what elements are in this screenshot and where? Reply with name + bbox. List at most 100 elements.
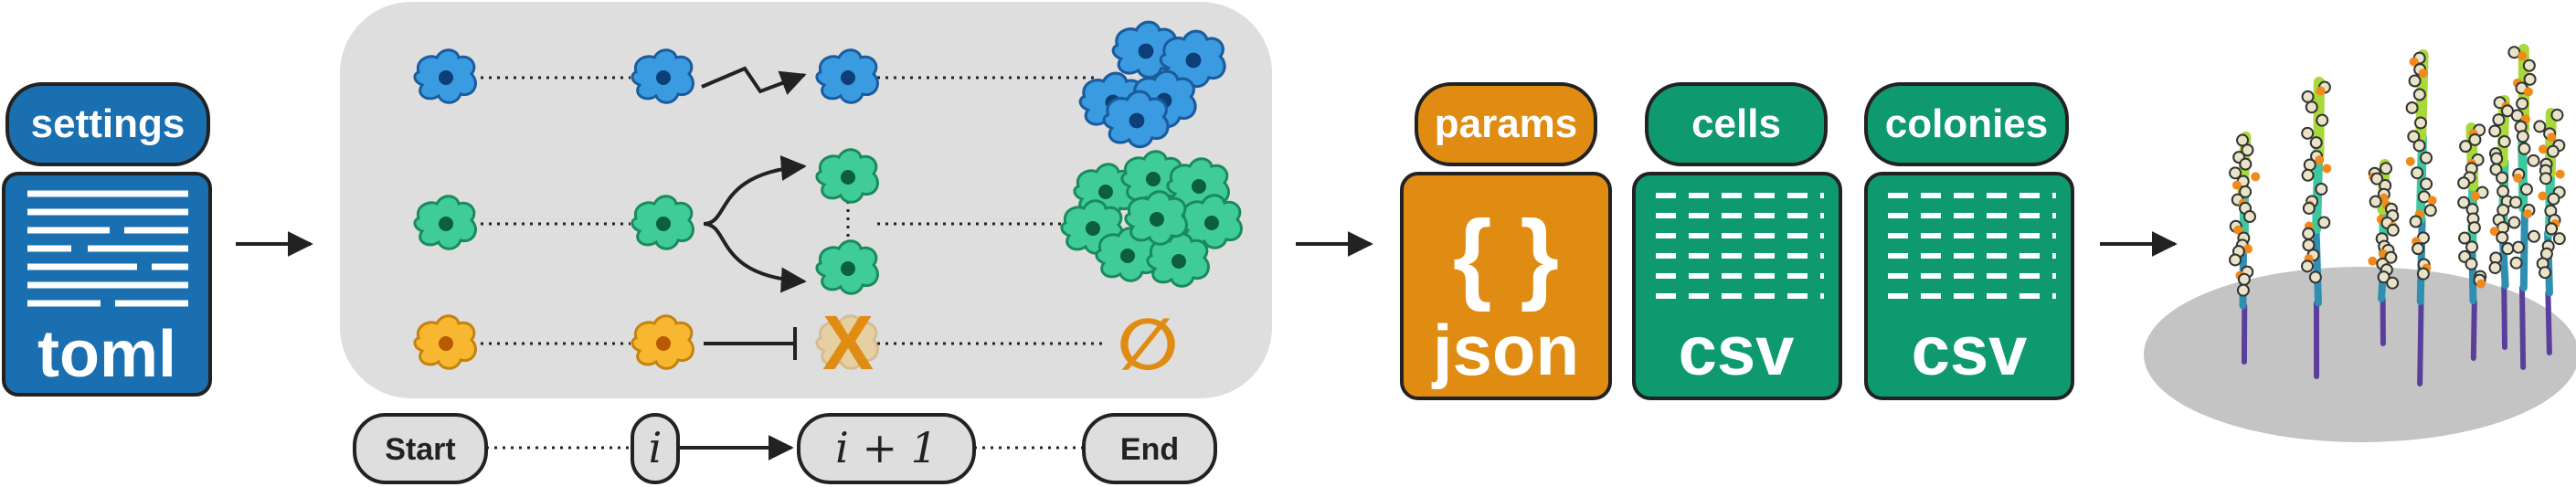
colony-stem-segment bbox=[2470, 298, 2477, 361]
colony-cell bbox=[2497, 134, 2511, 148]
step-i-label: i bbox=[649, 423, 663, 472]
colony-cell bbox=[2507, 216, 2521, 229]
colony-stem-segment bbox=[2312, 226, 2322, 307]
colony-cell bbox=[2516, 130, 2529, 143]
step-next-node bbox=[797, 413, 976, 484]
colony-dividing-cell bbox=[2322, 164, 2332, 174]
colony-cell bbox=[2458, 231, 2472, 245]
colony-dividing-cell bbox=[2418, 69, 2428, 79]
orange-cell bbox=[631, 314, 694, 370]
colony-cell bbox=[2457, 176, 2471, 190]
colony-cell bbox=[2465, 257, 2478, 270]
colony-dividing-cell bbox=[2523, 87, 2533, 97]
colony-dividing-cell bbox=[2513, 173, 2523, 183]
colony-dividing-cell bbox=[2476, 279, 2486, 289]
colony-cell bbox=[2488, 261, 2502, 275]
colony-cell bbox=[2552, 232, 2566, 246]
colony-cell bbox=[2501, 242, 2515, 256]
green-colony bbox=[1060, 150, 1243, 288]
colony-dividing-cell bbox=[2427, 196, 2437, 206]
colony-cell bbox=[2302, 238, 2316, 252]
colony-stem-segment bbox=[2519, 285, 2527, 370]
colony-cell bbox=[2511, 240, 2525, 254]
colony-cell bbox=[2308, 270, 2322, 284]
colony-cell bbox=[2457, 196, 2471, 209]
colony-cell bbox=[2527, 154, 2540, 167]
start-node bbox=[353, 413, 488, 484]
colony-cell bbox=[2412, 242, 2425, 256]
braces-icon: { } bbox=[1453, 200, 1559, 312]
colony-dividing-cell bbox=[2368, 256, 2378, 266]
colony-cell bbox=[2316, 113, 2329, 127]
migrate-row bbox=[413, 20, 1226, 149]
green-cell bbox=[413, 195, 477, 250]
render-base-disk bbox=[2144, 267, 2576, 442]
empty-set-icon: ∅ bbox=[1118, 304, 1179, 386]
colony-dividing-cell bbox=[2405, 156, 2415, 166]
colony-cell bbox=[2468, 132, 2482, 146]
colony-cell bbox=[2377, 270, 2390, 284]
colony-dividing-cell bbox=[2315, 155, 2325, 165]
colony-cell bbox=[2516, 97, 2529, 111]
colony-cell bbox=[2302, 201, 2316, 215]
json-file-body bbox=[1400, 172, 1612, 400]
colony-dividing-cell bbox=[2523, 209, 2533, 219]
start-label: Start bbox=[385, 432, 455, 467]
colony-dividing-cell bbox=[2538, 144, 2548, 154]
cells-file-label: csv bbox=[1679, 312, 1795, 390]
colony-dividing-cell bbox=[2231, 180, 2242, 190]
colony-cell bbox=[2496, 230, 2509, 244]
colonies-file-label: csv bbox=[1912, 312, 2028, 390]
colony-cell bbox=[2408, 74, 2422, 88]
colony-cell bbox=[2414, 116, 2428, 130]
step-next-label: i + 1 bbox=[835, 423, 938, 472]
colony-cell bbox=[2509, 196, 2523, 209]
cells-file-body bbox=[1632, 172, 1842, 400]
colony-cell bbox=[2386, 223, 2400, 237]
colony-cell bbox=[2490, 152, 2504, 165]
divide-fork-up-arrow bbox=[703, 155, 807, 226]
params-tab bbox=[1415, 82, 1597, 166]
end-label: End bbox=[1120, 432, 1179, 467]
colony-cell bbox=[2412, 88, 2426, 101]
cells-tab bbox=[1645, 82, 1828, 166]
colony-cell bbox=[2416, 267, 2430, 281]
colony-cell bbox=[2527, 229, 2540, 243]
colony-cell bbox=[2243, 210, 2257, 224]
simulation-panel bbox=[340, 2, 1272, 398]
colony-cell bbox=[2522, 58, 2536, 72]
colonies-tab bbox=[1864, 82, 2069, 166]
json-file-label: json bbox=[1431, 310, 1579, 390]
colony-cell bbox=[2302, 227, 2316, 240]
green-daughter-cell bbox=[815, 148, 879, 204]
blue-cell bbox=[815, 48, 879, 104]
death-x-mark: X bbox=[822, 300, 874, 386]
colony-cell bbox=[2509, 256, 2523, 270]
green-cell bbox=[631, 195, 694, 250]
colony-cell bbox=[2539, 172, 2552, 185]
colony-cell bbox=[2492, 113, 2506, 127]
blue-cell bbox=[413, 48, 477, 104]
colony-cell bbox=[2539, 266, 2552, 280]
colony-cell bbox=[2412, 139, 2426, 153]
colony-stem-segment bbox=[2501, 282, 2508, 350]
cells-csv-file: cells csv bbox=[1632, 82, 1842, 400]
colony-cell bbox=[2301, 168, 2315, 182]
settings-file: settings toml bbox=[2, 82, 212, 397]
blue-cell bbox=[631, 48, 694, 104]
colony-cell bbox=[2550, 108, 2564, 122]
blue-colony bbox=[1078, 20, 1226, 149]
colony-cell bbox=[2239, 157, 2253, 171]
colony-dividing-cell bbox=[2251, 172, 2261, 182]
colony-cell bbox=[2369, 195, 2382, 208]
colony-dividing-cell bbox=[2316, 86, 2326, 96]
divide-row bbox=[413, 148, 1243, 295]
params-json-file: params { } json bbox=[1400, 82, 1612, 400]
colony-cell bbox=[2386, 276, 2400, 290]
colony-dividing-cell bbox=[2233, 225, 2243, 235]
toml-file-label: toml bbox=[37, 318, 176, 391]
colony-dividing-cell bbox=[2409, 57, 2419, 67]
colony-cell bbox=[2370, 172, 2384, 185]
render-stems bbox=[2229, 44, 2566, 386]
